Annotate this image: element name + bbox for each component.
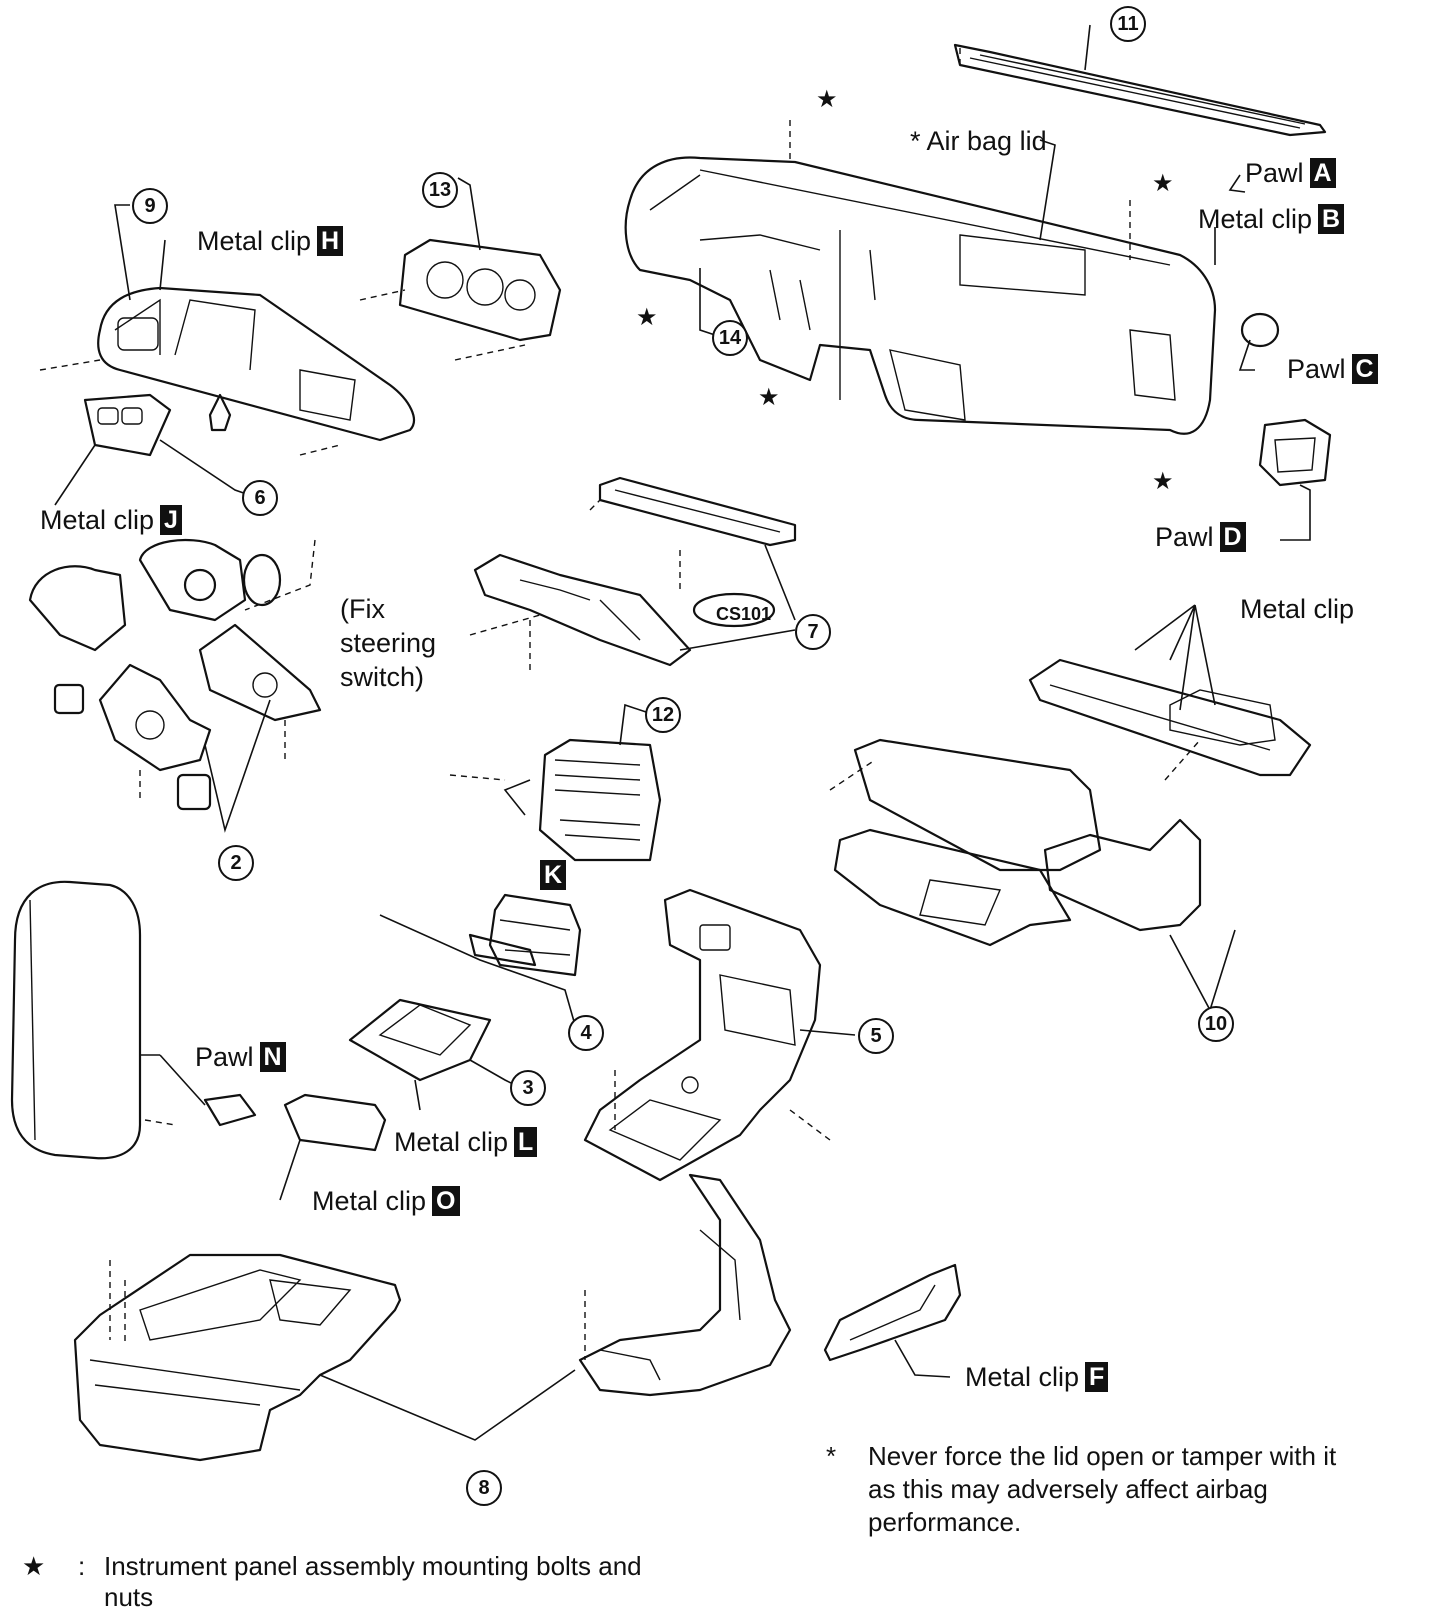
callout-7: 7 <box>795 614 831 650</box>
letter-l-badge: L <box>514 1127 538 1157</box>
metal-clip-top-label: Metal clip <box>1240 594 1355 624</box>
callout-11: 11 <box>1110 6 1146 42</box>
metal-clip-j-text: Metal clip <box>40 505 155 535</box>
label-leaders <box>140 174 1332 1056</box>
letter-b-badge: B <box>1318 204 1345 234</box>
bolt-star-marker: ★ <box>1152 170 1174 197</box>
part-9-cluster-lid <box>39 204 416 456</box>
callout-8: 8 <box>466 1470 502 1506</box>
part-10-glove-box <box>829 604 1312 1013</box>
airbag-note-line2: as this may adversely affect airbag <box>868 1474 1268 1504</box>
part-4-heater-control <box>379 893 582 1026</box>
callout-5: 5 <box>858 1018 894 1054</box>
star-legend-marker: ★ <box>22 1551 46 1581</box>
part-11-defroster-grille <box>953 24 1327 137</box>
bolt-star-marker: ★ <box>1152 468 1174 495</box>
airbag-note-line1: Never force the lid open or tamper with … <box>868 1441 1337 1471</box>
part-8-console <box>73 1173 792 1462</box>
metal-clip-o-text: Metal clip <box>312 1186 427 1216</box>
part-12-audio-unit <box>449 703 662 862</box>
metal-clip-b-text: Metal clip <box>1198 204 1313 234</box>
connector-code: CS101 <box>716 604 772 624</box>
callout-3: 3 <box>510 1070 546 1106</box>
console-lid-and-brackets <box>10 880 387 1201</box>
fix-steering-line3: switch) <box>340 662 425 692</box>
part-2-steering-column-covers <box>28 538 322 833</box>
letter-h-badge: H <box>317 226 344 256</box>
letter-f-badge: F <box>1085 1362 1109 1392</box>
pawl-d-text: Pawl <box>1155 522 1214 552</box>
air-bag-lid-label: * Air bag lid <box>910 126 1047 156</box>
letter-k-label: K <box>540 860 567 890</box>
airbag-note-line3: performance. <box>868 1507 1022 1537</box>
callout-6: 6 <box>242 480 278 516</box>
letter-d-badge: D <box>1219 522 1246 552</box>
part-6-switch-panel <box>54 393 256 506</box>
letter-k-badge: K <box>540 860 567 890</box>
callout-9: 9 <box>132 188 168 224</box>
callout-10: 10 <box>1198 1006 1234 1042</box>
callout-14: 14 <box>712 320 748 356</box>
part-7-lower-panel <box>469 476 797 670</box>
metal-clip-h-text: Metal clip <box>197 226 312 256</box>
letter-o-badge: O <box>432 1186 460 1216</box>
pawl-a-text: Pawl <box>1245 158 1304 188</box>
metal-clip-l-text: Metal clip <box>394 1127 509 1157</box>
bolt-star-marker: ★ <box>816 86 838 113</box>
metal-clip-f-text: Metal clip <box>965 1362 1080 1392</box>
part-5-center-finisher <box>583 888 856 1182</box>
pawl-n-text: Pawl <box>195 1042 254 1072</box>
bolt-star-marker: ★ <box>758 384 780 411</box>
letter-j-badge: J <box>160 505 182 535</box>
letter-a-badge: A <box>1309 158 1336 188</box>
fix-steering-line2: steering <box>340 628 437 658</box>
part-3-ashtray <box>348 998 516 1111</box>
airbag-note-marker: * <box>826 1441 837 1471</box>
callout-13: 13 <box>422 172 458 208</box>
letter-c-badge: C <box>1351 354 1378 384</box>
star-legend-line1: Instrument panel assembly mounting bolts… <box>104 1551 642 1581</box>
instrument-panel-assembly <box>624 120 1217 435</box>
callout-4: 4 <box>568 1015 604 1051</box>
bolt-star-marker: ★ <box>636 304 658 331</box>
callout-12: 12 <box>645 697 681 733</box>
pawl-c-text: Pawl <box>1287 354 1346 384</box>
part-door-finisher <box>823 1263 962 1378</box>
star-legend-line2: nuts <box>104 1582 154 1612</box>
part-13-meter-cluster <box>359 177 562 361</box>
star-legend-separator: : <box>78 1551 86 1581</box>
callout-2: 2 <box>218 845 254 881</box>
letter-n-badge: N <box>259 1042 286 1072</box>
fix-steering-line1: (Fix <box>340 594 385 624</box>
